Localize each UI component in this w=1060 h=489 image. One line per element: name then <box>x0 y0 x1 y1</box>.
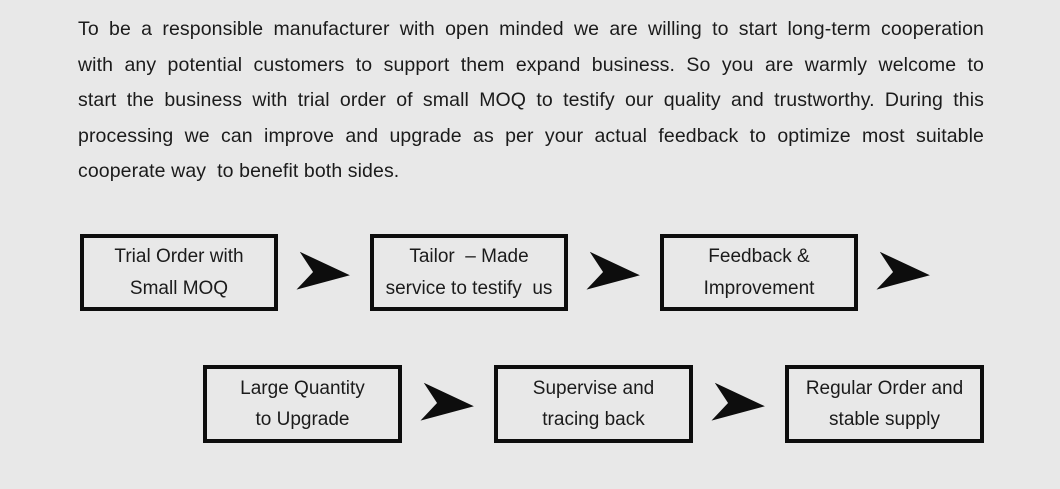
intro-line-4: processing we can improve and upgrade as… <box>78 124 984 147</box>
flow-box-label-line: Regular Order and <box>805 377 964 399</box>
arrow-right-icon <box>586 251 640 292</box>
flow-box-label-line: Trial Order with <box>114 246 244 267</box>
flow-box-label-line: Improvement <box>703 277 815 299</box>
flow-box-label-line: to Upgrade <box>255 409 350 430</box>
flow-box-label-line: stable supply <box>829 409 940 430</box>
flow-box-tailor-made-service: Tailor – Made service to testify us <box>370 234 568 311</box>
flow-box-label-line: Small MOQ <box>129 277 229 299</box>
flow-box-large-quantity-upgrade: Large Quantity to Upgrade <box>203 365 402 443</box>
flow-box-feedback-improvement: Feedback & Improvement <box>660 234 858 311</box>
arrow-right-icon <box>876 251 930 292</box>
intro-line-5: cooperate way to benefit both sides. <box>78 160 400 183</box>
intro-line-1: To be a responsible manufacturer with op… <box>78 18 984 40</box>
flow-box-supervise-tracing-back: Supervise and tracing back <box>494 365 693 443</box>
flow-box-label-line: Large Quantity <box>240 377 365 399</box>
flow-box-label-line: Supervise and <box>532 377 655 399</box>
flow-box-label-line: service to testify us <box>385 277 553 299</box>
intro-line-2: with any potential customers to support … <box>78 53 984 76</box>
arrow-right-icon <box>711 382 765 423</box>
flow-box-regular-order-supply: Regular Order and stable supply <box>785 365 984 443</box>
flow-box-label-line: Tailor – Made <box>409 246 529 267</box>
arrow-right-icon <box>420 382 474 423</box>
flow-box-label-line: Feedback & <box>708 246 810 267</box>
intro-paragraph: To be a responsible manufacturer with op… <box>78 12 984 190</box>
flow-row-2: Large Quantity to Upgrade Supervise and tra… <box>203 365 984 443</box>
arrow-right-icon <box>296 251 350 292</box>
intro-line-3: start the business with trial order of s… <box>78 89 984 112</box>
flow-box-label-line: tracing back <box>542 409 645 430</box>
